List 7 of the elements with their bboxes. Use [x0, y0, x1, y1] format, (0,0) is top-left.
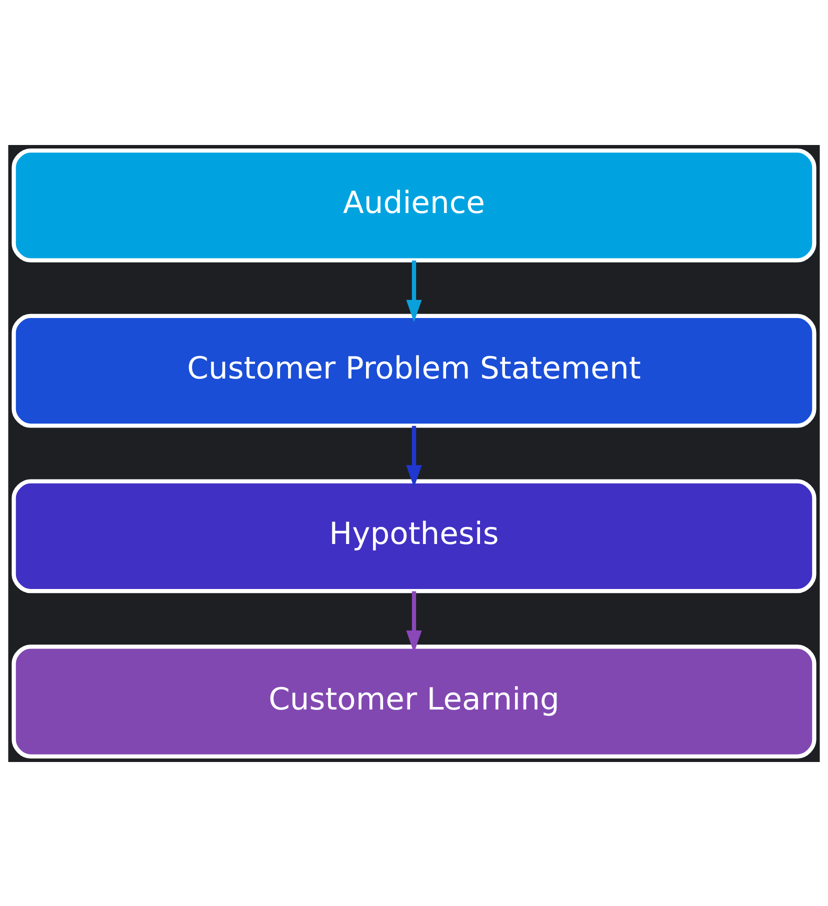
arrow	[406, 590, 422, 652]
node-box: Hypothesis	[12, 478, 816, 593]
node-box: Customer Problem Statement	[12, 313, 816, 428]
node-box: Customer Learning	[12, 644, 816, 758]
node-box: Audience	[12, 148, 816, 262]
arrow	[406, 260, 422, 322]
arrow	[406, 425, 422, 487]
